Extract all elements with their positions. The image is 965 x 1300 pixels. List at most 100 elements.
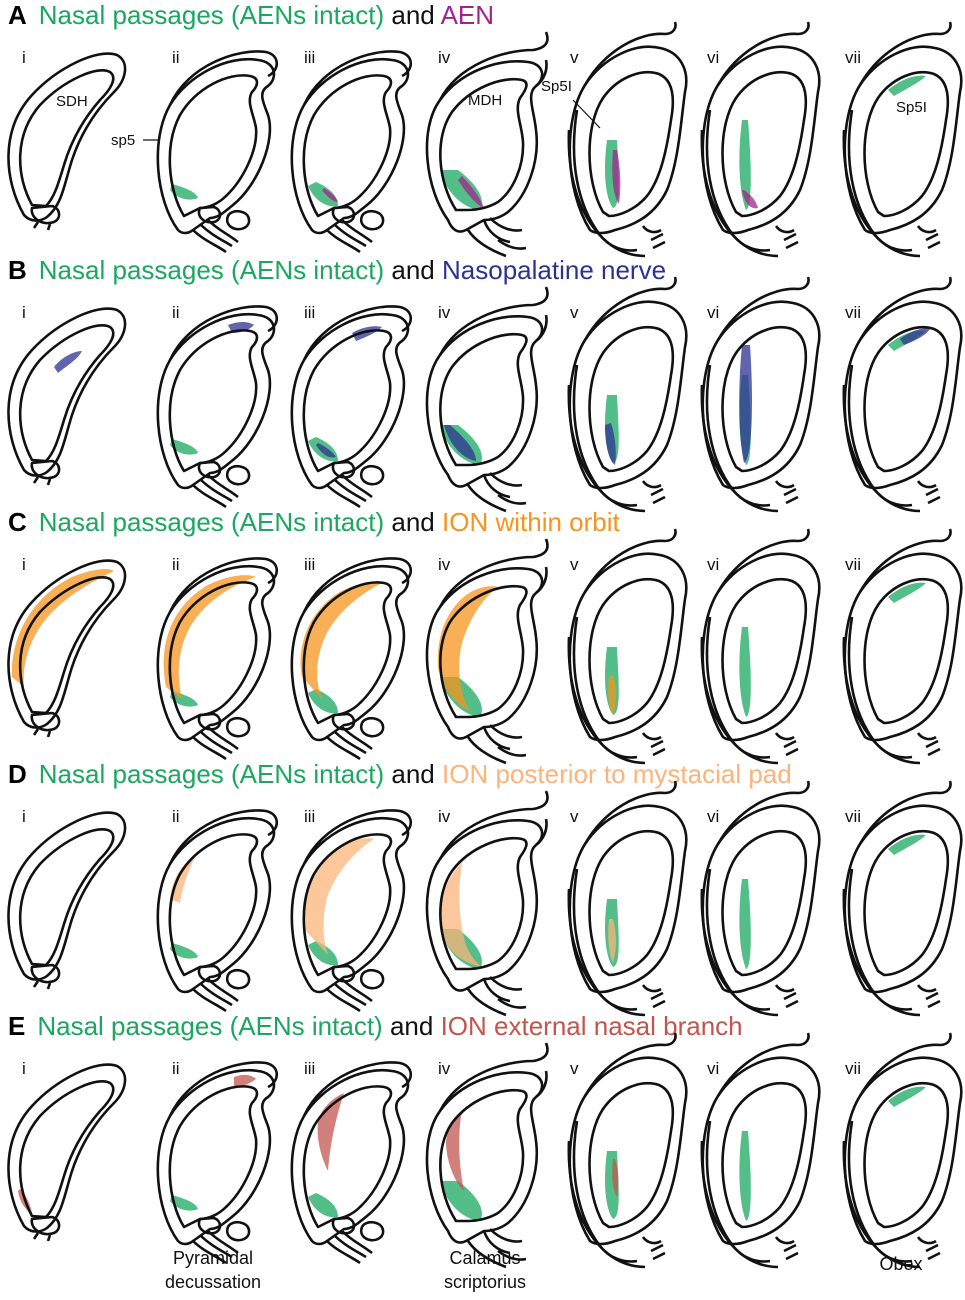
section-numeral-iv: iv — [438, 807, 451, 826]
section-d-vi — [700, 780, 821, 1017]
section-numeral-iii: iii — [304, 1059, 316, 1078]
section-detail — [716, 528, 810, 593]
projection-region — [302, 838, 374, 955]
section-e-i — [7, 1063, 127, 1242]
section-inner-outline — [302, 74, 393, 218]
annotation-sdh: SDH — [56, 93, 88, 110]
section-numeral-ii: ii — [172, 303, 180, 322]
section-detail — [700, 129, 779, 258]
section-detail — [858, 276, 952, 341]
section-detail — [192, 726, 239, 761]
section-inner-outline — [588, 326, 675, 473]
section-outline — [843, 804, 963, 994]
projection-region — [739, 627, 751, 717]
projection-region — [739, 879, 751, 969]
section-detail — [842, 1140, 921, 1269]
projection-region — [742, 190, 758, 209]
section-detail — [326, 474, 373, 509]
section-outline — [701, 552, 821, 742]
section-detail — [359, 1220, 385, 1242]
section-numeral-iv: iv — [438, 1059, 451, 1078]
section-inner-outline — [588, 578, 675, 725]
section-numeral-iv: iv — [438, 555, 451, 574]
projection-region — [54, 351, 82, 373]
section-numeral-iv: iv — [438, 48, 451, 67]
section-detail — [30, 204, 61, 225]
annotation-leader-lines — [143, 99, 601, 141]
section-detail — [774, 225, 799, 250]
section-detail — [302, 50, 413, 106]
section-inner-outline — [863, 578, 950, 725]
section-detail — [30, 963, 61, 984]
section-detail — [302, 557, 413, 613]
projection-region — [739, 120, 751, 210]
projection-region — [439, 863, 482, 967]
section-c-iii — [290, 557, 413, 761]
section-detail — [359, 968, 385, 990]
section-e-iv — [425, 1042, 549, 1269]
section-detail — [583, 528, 677, 593]
section-detail — [716, 780, 810, 845]
section-outline — [7, 52, 127, 222]
section-detail — [225, 464, 251, 486]
annotation-mdh: MDH — [468, 92, 503, 109]
section-numeral-i: i — [22, 48, 26, 67]
section-inner-outline — [439, 77, 528, 212]
section-numeral-ii: ii — [172, 48, 180, 67]
section-outline — [843, 552, 963, 742]
section-b-v — [567, 276, 688, 513]
section-inner-outline — [18, 69, 115, 208]
section-detail — [32, 980, 52, 990]
section-d-iii — [290, 809, 413, 1013]
section-detail — [225, 1220, 251, 1242]
section-inner-outline — [863, 830, 950, 977]
section-e-vii — [842, 1032, 963, 1269]
section-numeral-vi: vi — [707, 555, 720, 574]
section-detail — [916, 480, 941, 505]
section-inner-outline — [721, 1082, 808, 1229]
projection-region — [612, 150, 621, 204]
section-inner-outline — [302, 581, 393, 725]
projection-region — [605, 423, 616, 465]
projection-region — [446, 1111, 464, 1191]
section-b-i — [7, 307, 127, 486]
section-detail — [438, 790, 549, 860]
section-detail — [326, 978, 373, 1013]
label-obex: Obex — [879, 1254, 923, 1274]
section-detail — [331, 205, 356, 224]
projection-region — [170, 184, 198, 200]
section-c-i — [7, 559, 127, 738]
section-inner-outline — [588, 830, 675, 977]
section-e-v — [567, 1032, 688, 1269]
section-detail — [583, 276, 677, 341]
projection-region — [444, 425, 476, 461]
section-d-iv — [425, 790, 549, 1017]
section-detail — [716, 21, 810, 86]
section-b-vii — [842, 276, 963, 513]
section-c-v — [567, 528, 688, 765]
section-inner-outline — [168, 329, 259, 473]
section-detail — [438, 1042, 549, 1112]
section-numeral-ii: ii — [172, 807, 180, 826]
section-detail — [331, 712, 356, 731]
section-inner-outline — [439, 836, 528, 971]
annotation-sp5: sp5 — [111, 132, 136, 149]
section-detail — [359, 716, 385, 738]
section-inner-outline — [168, 1085, 259, 1229]
section-detail — [466, 724, 527, 765]
section-detail — [641, 480, 666, 505]
section-e-ii — [156, 1061, 279, 1265]
section-detail — [700, 636, 779, 765]
section-numeral-vii: vii — [845, 303, 862, 322]
section-outline — [7, 811, 127, 981]
section-outline — [568, 300, 688, 490]
projection-region — [308, 941, 338, 966]
section-a-vi — [700, 21, 821, 258]
section-detail — [302, 809, 413, 865]
projection-region — [316, 443, 336, 458]
section-inner-outline — [721, 578, 808, 725]
section-outline — [7, 1063, 127, 1233]
